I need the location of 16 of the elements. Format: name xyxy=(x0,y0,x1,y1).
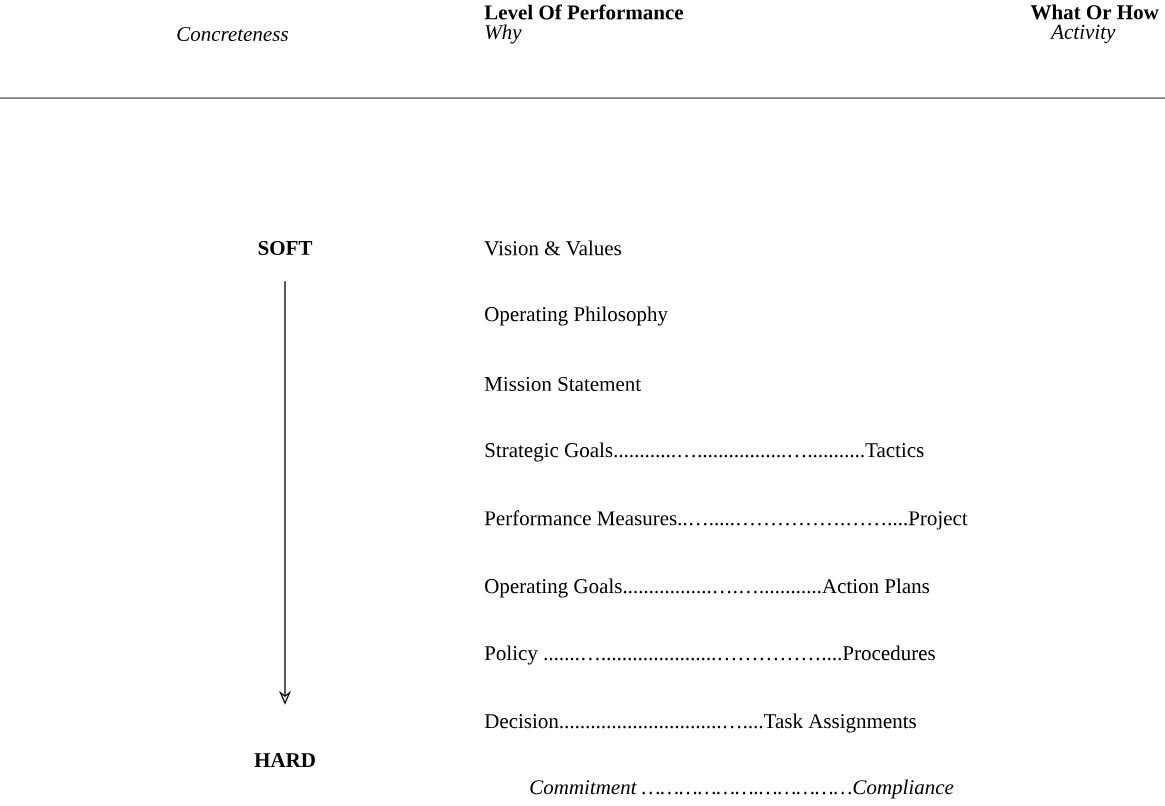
level-label: Vision & Values xyxy=(484,240,622,256)
column-heading: What Or How xyxy=(1030,4,1159,20)
level-label: Decision...............................…....Task Assignments xyxy=(484,713,916,733)
level-label: Operating Goals.................….…............Action Plans xyxy=(485,578,930,598)
level-label: Strategic Goals............….................…...........Tactics xyxy=(485,442,924,462)
column-heading: Activity xyxy=(1050,24,1116,44)
level-label: Mission Statement xyxy=(484,376,641,392)
column-heading: Why xyxy=(485,24,522,44)
level-label: Policy .......…......................……………....Procedures xyxy=(484,645,935,665)
column-heading: Level Of Performance xyxy=(484,4,684,20)
column-heading: Concreteness xyxy=(177,26,288,42)
level-label: SOFT xyxy=(258,240,313,256)
level-label: HARD xyxy=(254,753,315,767)
level-label: Operating Philosophy xyxy=(485,306,668,326)
level-label: Commitment ……………….……………Compliance xyxy=(530,779,954,799)
level-label: Performance Measures..….....…………….……....Project xyxy=(484,510,968,530)
